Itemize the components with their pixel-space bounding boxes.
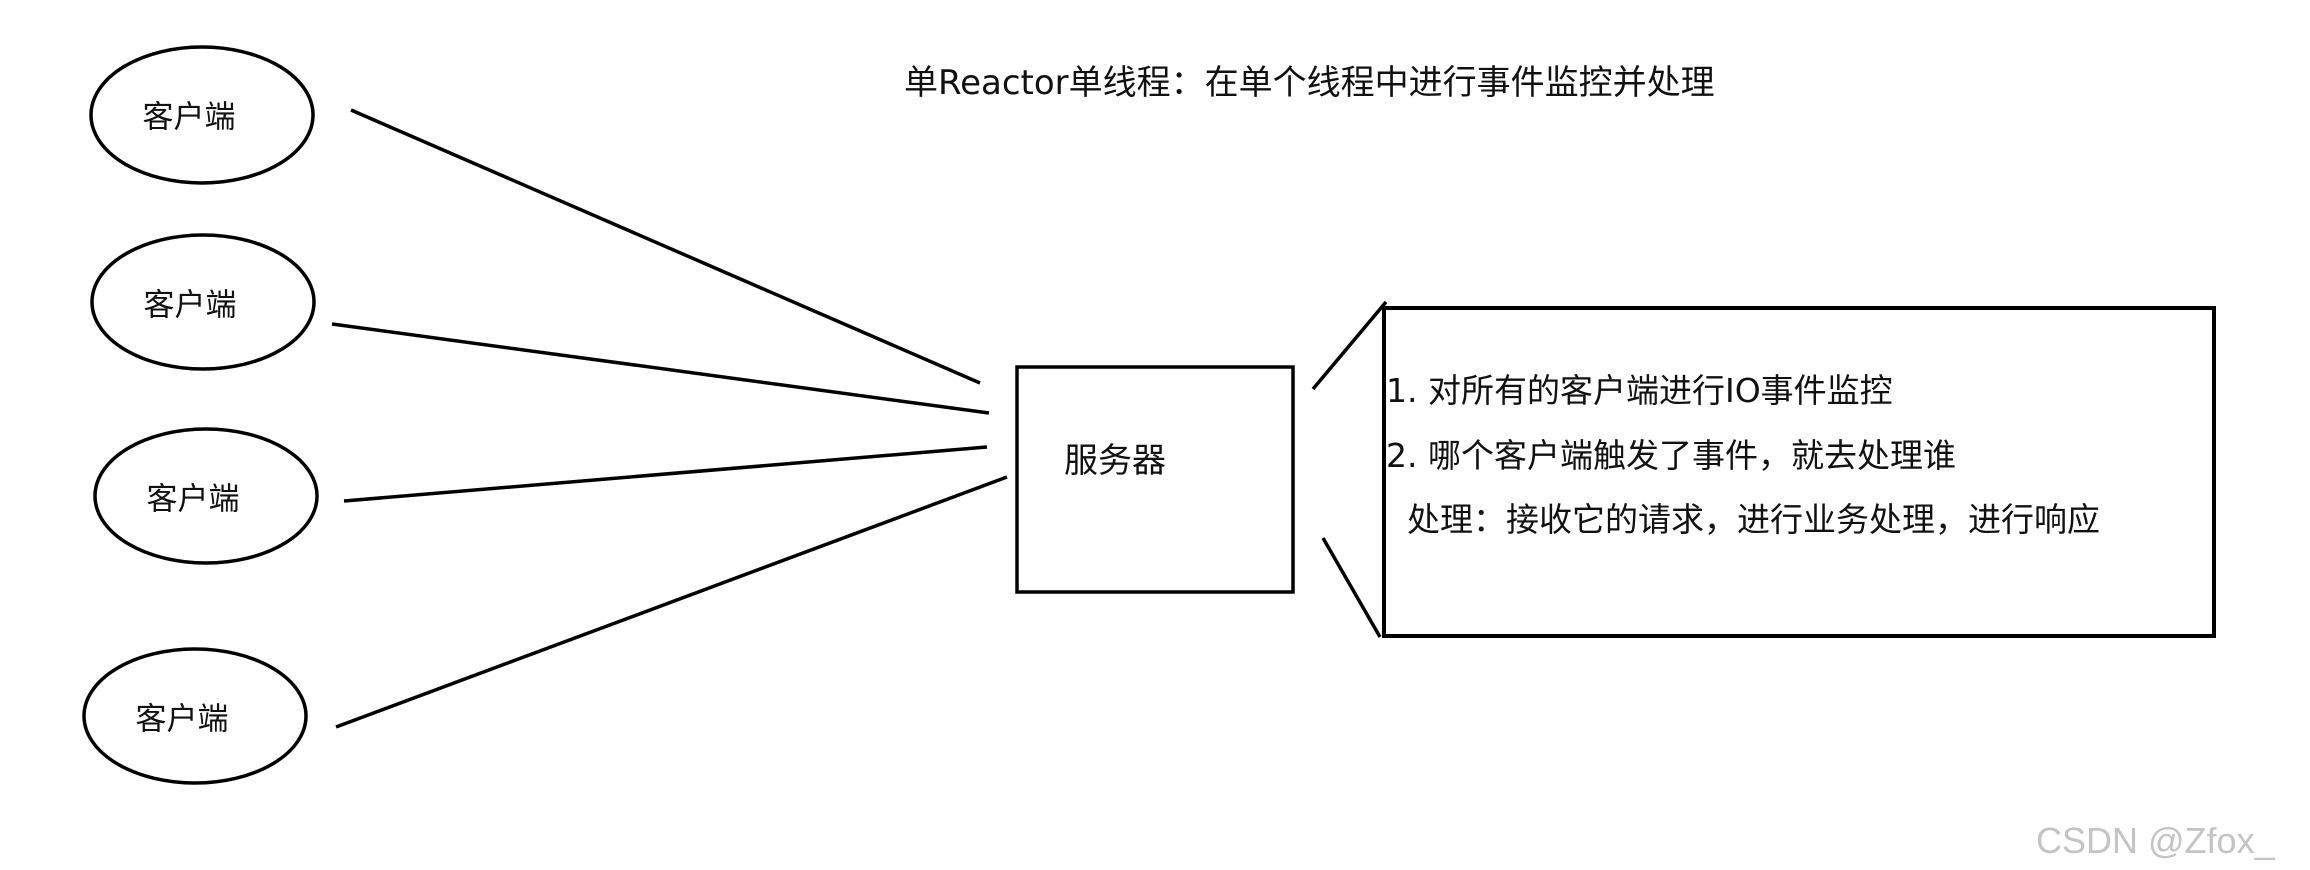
server-box [1015, 365, 1295, 594]
diagram-title: 单Reactor单线程：在单个线程中进行事件监控并处理 [904, 63, 1715, 103]
client-node-1 [89, 45, 315, 185]
client-label-3: 客户端 [146, 481, 240, 518]
client-node-3 [93, 427, 319, 565]
connector-line-1 [350, 108, 981, 385]
detail-line-3: 处理：接收它的请求，进行业务处理，进行响应 [1407, 500, 2100, 539]
client-label-2: 客户端 [143, 287, 237, 324]
callout-line-top [1311, 300, 1388, 391]
watermark: CSDN @Zfox_ [2036, 820, 2275, 861]
detail-line-1: 1. 对所有的客户端进行IO事件监控 [1386, 371, 1893, 410]
client-node-4 [82, 647, 308, 785]
client-label-1: 客户端 [142, 99, 236, 136]
client-label-4: 客户端 [135, 701, 229, 738]
detail-box [1382, 306, 2216, 638]
connector-line-4 [335, 475, 1008, 729]
callout-line-bottom [1321, 537, 1382, 638]
connector-line-3 [343, 445, 988, 503]
detail-line-2: 2. 哪个客户端触发了事件，就去处理谁 [1386, 436, 1956, 475]
client-node-2 [90, 233, 316, 371]
connector-line-2 [331, 322, 990, 415]
server-label: 服务器 [1064, 441, 1166, 481]
